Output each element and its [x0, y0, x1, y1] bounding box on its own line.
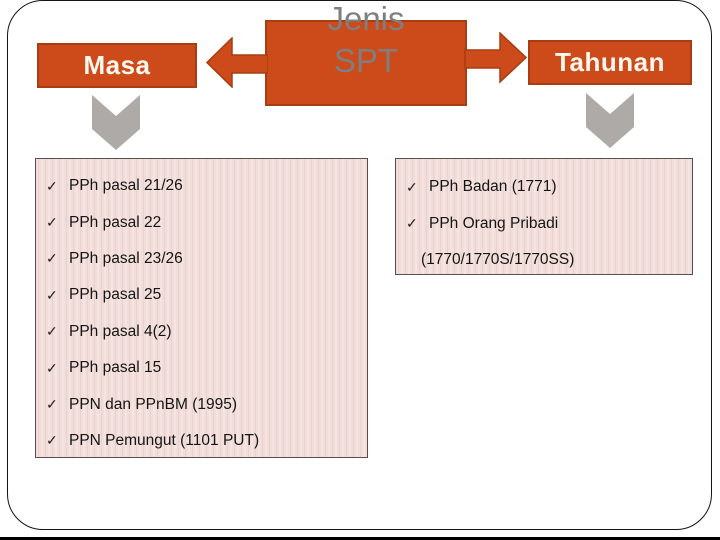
tahunan-list: ✓ PPh Badan (1771) ✓ PPh Orang Pribadi (…: [395, 158, 693, 275]
list-item: ✓ PPh pasal 23/26: [36, 241, 367, 277]
list-item: ✓ PPN Pemungut (1101 PUT): [36, 423, 367, 459]
tahunan-chevron-down-icon: [586, 93, 634, 148]
jenis-spt-box: [265, 20, 467, 106]
list-item-label: PPh pasal 4(2): [69, 322, 172, 340]
checkmark-icon: ✓: [46, 177, 58, 194]
checkmark-icon: ✓: [406, 215, 418, 232]
list-item: ✓ PPh Orang Pribadi: [396, 205, 692, 241]
tahunan-box: Tahunan: [528, 40, 692, 85]
list-item-label: (1770/1770S/1770SS): [421, 250, 575, 268]
left-block-arrow-icon: [206, 37, 268, 88]
checkmark-icon: ✓: [46, 214, 58, 231]
slide-bottom-edge: [0, 537, 720, 540]
masa-box: Masa: [37, 43, 197, 88]
masa-chevron-down-icon: [92, 95, 140, 150]
masa-label: Masa: [83, 50, 151, 80]
checkmark-icon: ✓: [46, 432, 58, 449]
page-title-line2: SPT: [333, 42, 399, 79]
checkmark-icon: ✓: [46, 359, 58, 376]
list-item: ✓ PPh pasal 22: [36, 204, 367, 240]
list-item: ✓ PPh pasal 21/26: [36, 168, 367, 204]
right-block-arrow-icon: [464, 32, 527, 84]
list-item-label: PPh pasal 23/26: [69, 249, 183, 267]
list-item-label: PPN Pemungut (1101 PUT): [69, 431, 260, 449]
list-item-label: PPh pasal 21/26: [69, 177, 183, 195]
list-item-label: PPh pasal 25: [69, 286, 162, 304]
list-item-continuation: (1770/1770S/1770SS): [396, 242, 692, 278]
masa-list: ✓ PPh pasal 21/26 ✓ PPh pasal 22 ✓ PPh p…: [35, 158, 368, 458]
checkmark-icon: ✓: [406, 178, 418, 195]
list-item-label: PPh pasal 22: [69, 213, 162, 231]
list-item: ✓ PPh pasal 25: [36, 277, 367, 313]
list-item-label: PPh pasal 15: [69, 359, 162, 377]
page-title: Jenis SPT: [265, 0, 467, 82]
list-item: ✓ PPh pasal 15: [36, 350, 367, 386]
list-item: ✓ PPh Badan (1771): [396, 169, 692, 205]
list-item: ✓ PPh pasal 4(2): [36, 314, 367, 350]
checkmark-icon: ✓: [46, 250, 58, 267]
checkmark-icon: ✓: [46, 286, 58, 303]
list-item-label: PPh Badan (1771): [429, 178, 557, 196]
list-item: ✓ PPN dan PPnBM (1995): [36, 386, 367, 422]
page-title-line1: Jenis: [327, 0, 405, 37]
checkmark-icon: ✓: [46, 323, 58, 340]
tahunan-label: Tahunan: [555, 47, 665, 77]
list-item-label: PPN dan PPnBM (1995): [69, 395, 238, 413]
list-item-label: PPh Orang Pribadi: [429, 214, 559, 232]
checkmark-icon: ✓: [46, 396, 58, 413]
